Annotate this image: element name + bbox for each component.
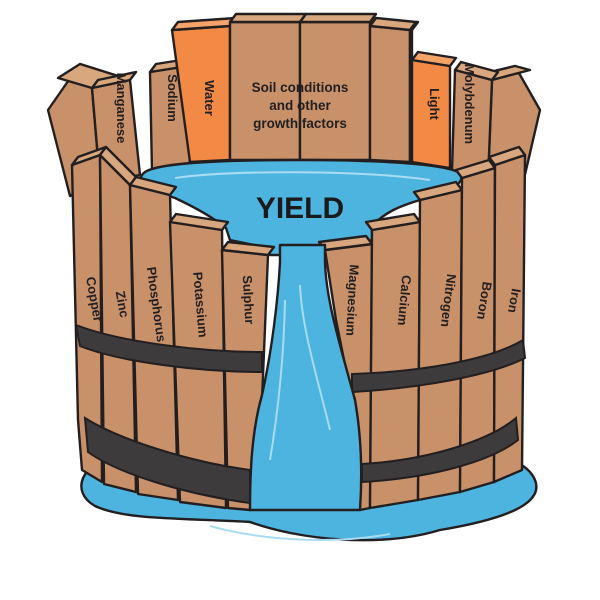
- barrel-bands: [74, 323, 527, 505]
- front-stave-phosphorus-top: [128, 175, 178, 197]
- front-stave-potassium-top: [168, 212, 230, 232]
- back-stave-light-top: [410, 50, 458, 68]
- label-zinc: Zinc: [113, 290, 132, 319]
- label-calcium: Calcium: [395, 275, 414, 327]
- label-potassium: Potassium: [190, 271, 211, 338]
- puddle-ripple: [209, 525, 391, 541]
- center-label-line-2: and other: [269, 98, 331, 113]
- back-stave-5-top: [298, 12, 378, 24]
- label-sulphur: Sulphur: [240, 275, 258, 325]
- yield-title: YIELD: [256, 192, 344, 225]
- front-stave-sulphur-top: [220, 240, 276, 257]
- label-sodium: Sodium: [165, 74, 180, 122]
- label-nitrogen: Nitrogen: [438, 273, 459, 328]
- label-water: Water: [202, 80, 217, 116]
- back-stave-manganese-top: [90, 70, 138, 90]
- upper-band-right: [351, 338, 527, 394]
- front-stave-calcium-top: [364, 212, 422, 232]
- center-label: Soil conditions and other growth factors: [252, 80, 349, 131]
- back-stave-4-top: [228, 12, 308, 24]
- label-boron: Boron: [474, 281, 495, 321]
- front-stave-boron-top: [454, 158, 497, 180]
- upper-band-left: [74, 323, 263, 374]
- label-manganese: Manganese: [114, 73, 129, 144]
- label-light: Light: [427, 88, 442, 120]
- back-stave-7-top: [408, 20, 420, 32]
- label-iron: Iron: [505, 287, 524, 314]
- back-stave-molybdenum-top: [453, 60, 500, 82]
- water-stream: [248, 243, 363, 512]
- stream-ripple-2: [269, 299, 286, 461]
- label-magnesium: Magnesium: [343, 264, 362, 336]
- center-label-line-1: Soil conditions: [252, 80, 349, 95]
- front-stave-nitrogen-top: [412, 180, 464, 202]
- back-stave-6: [368, 24, 412, 164]
- stream-ripple-1: [299, 284, 331, 431]
- water-ripple: [174, 171, 431, 181]
- front-stave-iron-top: [487, 145, 527, 167]
- label-molybdenum: Molybdenum: [462, 64, 477, 144]
- center-label-line-3: growth factors: [253, 116, 347, 131]
- lower-band-right: [361, 415, 520, 484]
